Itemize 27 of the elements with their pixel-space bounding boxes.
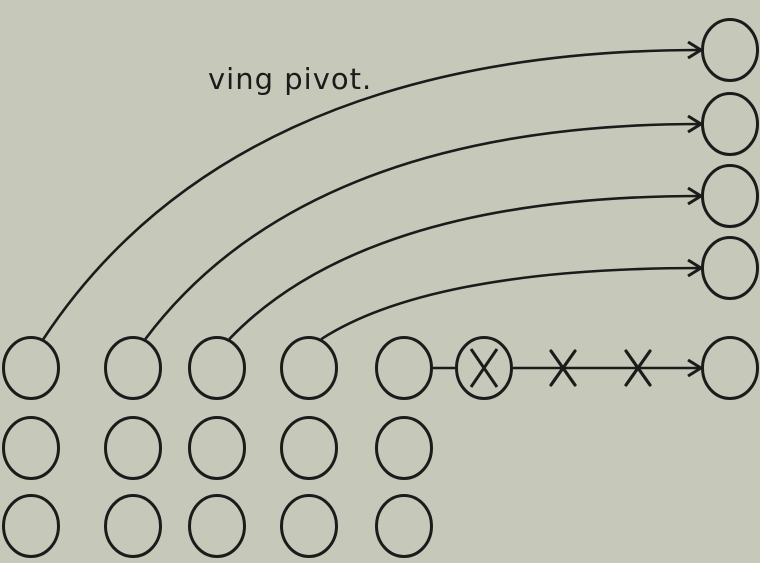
arrow bbox=[513, 358, 702, 378]
circle bbox=[188, 494, 246, 558]
circle bbox=[104, 416, 162, 480]
circle bbox=[701, 164, 759, 228]
arrow bbox=[144, 114, 702, 340]
crossed-circle bbox=[455, 336, 513, 400]
arrow bbox=[42, 40, 702, 340]
circle bbox=[2, 336, 60, 400]
arrow bbox=[228, 186, 702, 340]
circle bbox=[188, 336, 246, 400]
circle bbox=[375, 494, 433, 558]
circle bbox=[375, 416, 433, 480]
circle bbox=[188, 416, 246, 480]
circle bbox=[104, 336, 162, 400]
circle bbox=[375, 336, 433, 400]
circle bbox=[701, 336, 759, 400]
circle bbox=[280, 494, 338, 558]
arrow bbox=[320, 258, 702, 340]
circle bbox=[280, 336, 338, 400]
circle bbox=[701, 18, 759, 82]
circle bbox=[2, 494, 60, 558]
circle bbox=[701, 236, 759, 300]
circle bbox=[280, 416, 338, 480]
circle bbox=[104, 494, 162, 558]
circle bbox=[2, 416, 60, 480]
caption-text: ving pivot. bbox=[208, 62, 372, 96]
circle bbox=[701, 92, 759, 156]
